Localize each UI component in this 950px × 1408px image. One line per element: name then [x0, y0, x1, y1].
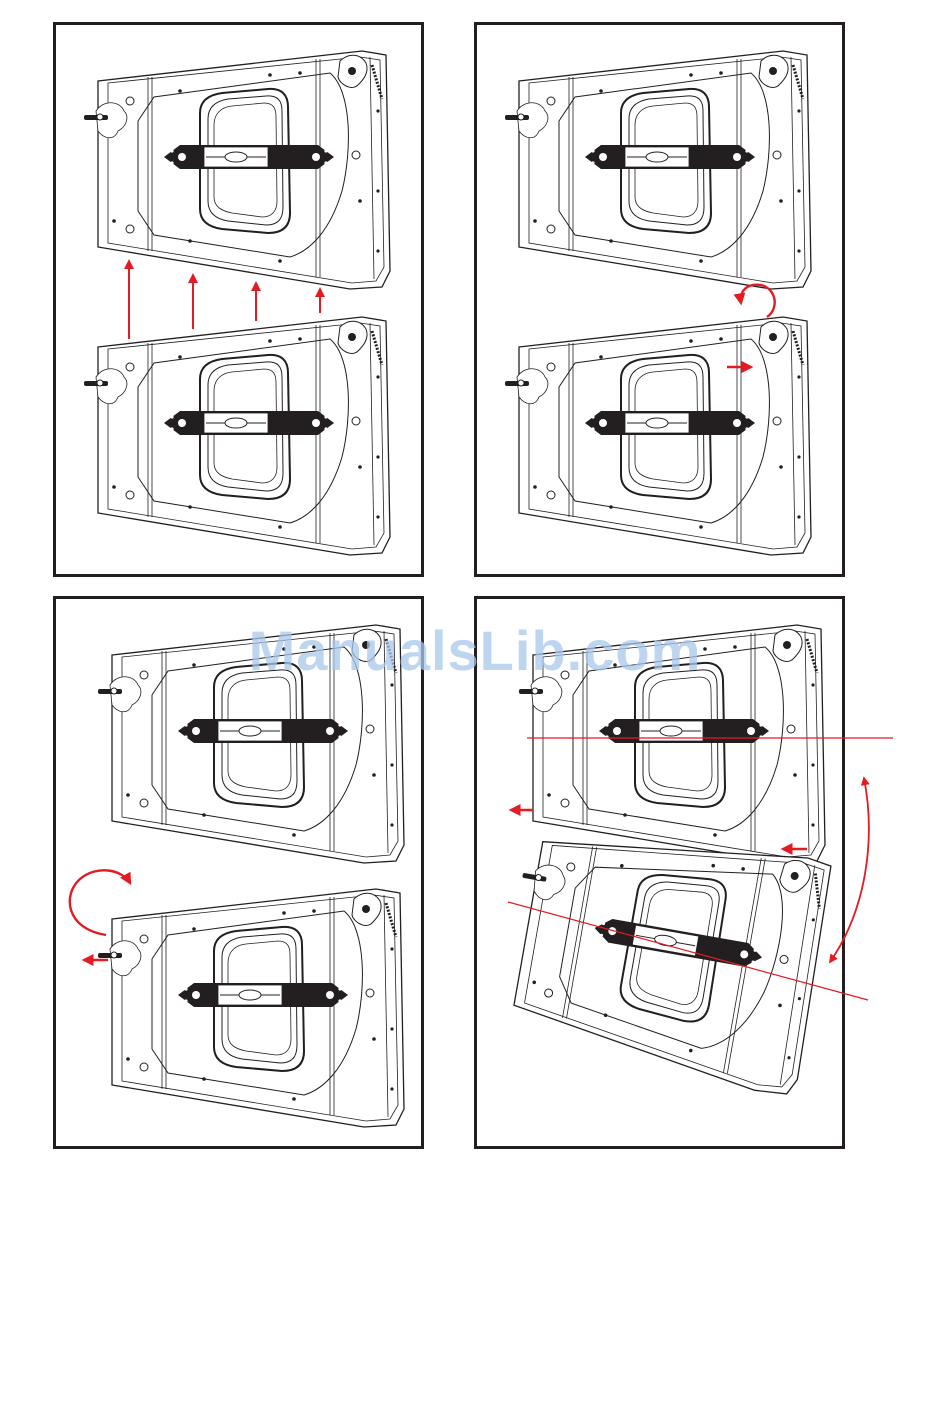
upper-cabinet: [84, 51, 390, 289]
step-1-illustration: [56, 25, 424, 577]
lower-cabinet: [505, 317, 811, 555]
rotate-arrow-icon: [741, 285, 775, 317]
lower-cabinet: [84, 317, 390, 555]
step-1-panel: [53, 22, 424, 577]
watermark-text: ManualsLib.com: [0, 618, 950, 683]
step-2-illustration: [477, 25, 845, 577]
upper-cabinet: [505, 51, 811, 289]
lower-cabinet: [98, 889, 404, 1127]
step-2-panel: [474, 22, 845, 577]
